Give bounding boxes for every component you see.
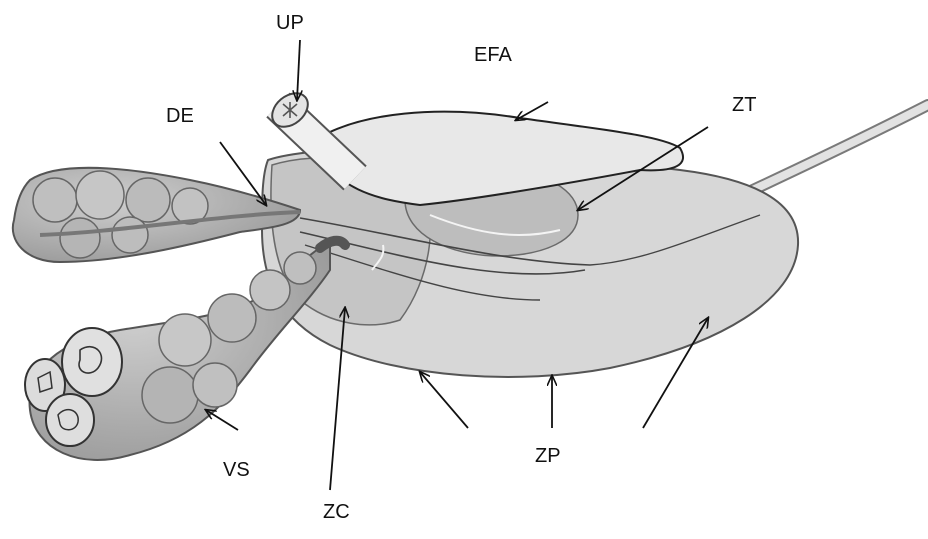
- label-zp: ZP: [535, 446, 561, 466]
- ductus-deferens-shape: [13, 168, 300, 262]
- seminal-vesicle-shape: [25, 240, 345, 460]
- arrow-zp-1: [420, 372, 468, 428]
- arrow-up: [297, 40, 300, 100]
- label-zt: ZT: [732, 95, 756, 115]
- label-de: DE: [166, 106, 194, 126]
- arrow-efa: [516, 102, 548, 120]
- label-zc: ZC: [323, 502, 350, 522]
- label-vs: VS: [223, 460, 250, 480]
- label-up: UP: [276, 13, 304, 33]
- label-efa: EFA: [474, 45, 512, 65]
- arrow-vs: [206, 410, 238, 430]
